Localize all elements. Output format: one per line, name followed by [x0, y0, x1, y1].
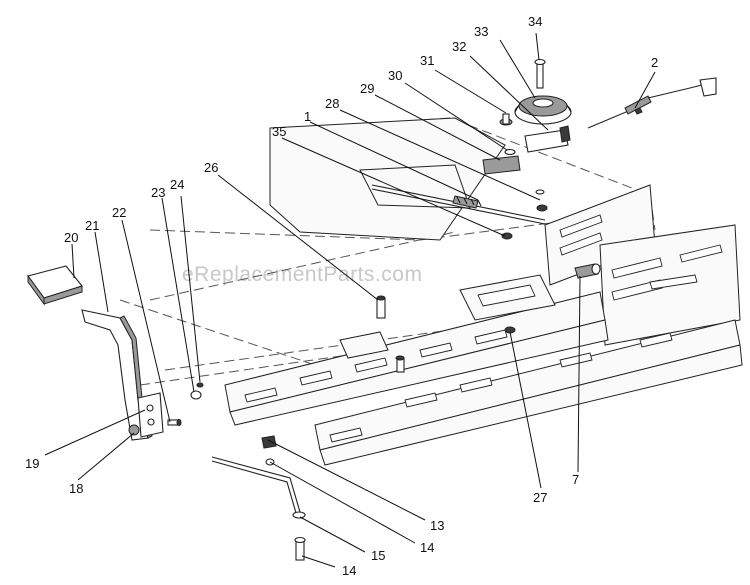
pulley-part-33 [514, 95, 572, 125]
spacer-part-7 [574, 263, 601, 279]
callout-19: 19 [25, 456, 39, 471]
callout-27: 27 [533, 490, 547, 505]
bolt-part-26 [376, 295, 386, 319]
callout-numbers: 34 33 32 31 2 30 29 28 1 35 26 24 23 22 … [25, 14, 658, 578]
callout-26: 26 [204, 160, 218, 175]
callout-31: 31 [420, 53, 434, 68]
bracket-part-32 [524, 125, 571, 153]
leader-lines [44, 32, 656, 568]
callout-7: 7 [572, 472, 579, 487]
washer-part-31 [499, 113, 513, 126]
callout-13: 13 [430, 518, 444, 533]
callout-14-lower: 14 [342, 563, 356, 578]
callout-33: 33 [474, 24, 488, 39]
callout-18: 18 [69, 481, 83, 496]
callout-14-upper: 14 [420, 540, 434, 555]
pivot-bracket-part-19 [137, 392, 164, 438]
callout-28: 28 [325, 96, 339, 111]
link-rod-part-15 [211, 456, 306, 519]
bolt-part-22 [167, 419, 182, 426]
callout-34: 34 [528, 14, 542, 29]
bolt-part-14 [294, 536, 306, 561]
callout-29: 29 [360, 81, 374, 96]
watermark-text: eReplacementParts.com [182, 263, 422, 286]
callout-30: 30 [388, 68, 402, 83]
nut-part-30 [535, 189, 548, 212]
callout-1: 1 [304, 109, 311, 124]
callout-2: 2 [651, 55, 658, 70]
pin-part-24 [196, 382, 204, 388]
bolt-part-34 [534, 58, 546, 89]
cable-part-2 [587, 77, 717, 129]
bracket-part-29 [482, 148, 521, 175]
callout-15: 15 [371, 548, 385, 563]
callout-20: 20 [64, 230, 78, 245]
callout-24: 24 [170, 177, 184, 192]
bolt-part-center [395, 355, 405, 373]
spring-part-1 [452, 195, 482, 209]
callout-32: 32 [452, 39, 466, 54]
frame-assembly [119, 117, 743, 466]
bushing-part-18 [128, 424, 140, 436]
nut-part-35 [501, 232, 513, 240]
pin-part-23 [190, 390, 202, 400]
callout-21: 21 [85, 218, 99, 233]
callout-35: 35 [272, 124, 286, 139]
callout-22: 22 [112, 205, 126, 220]
callout-23: 23 [151, 185, 165, 200]
pedal-pad-part-20 [27, 265, 83, 306]
